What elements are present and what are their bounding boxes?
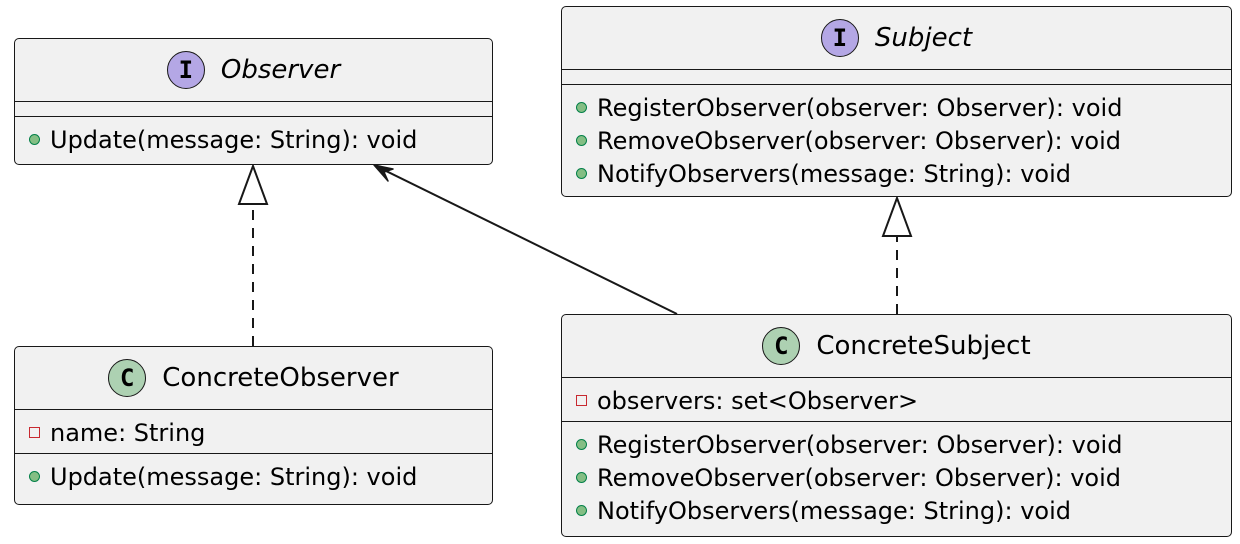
private-visibility-icon [576,395,587,406]
method-signature: Update(message: String): void [50,125,418,154]
method-row: NotifyObservers(message: String): void [562,157,1231,190]
public-visibility-icon [576,168,587,179]
public-visibility-icon [576,102,587,113]
class-header: C ConcreteObserver [15,347,492,410]
method-row: RegisterObserver(observer: Observer): vo… [562,428,1231,461]
method-signature: RemoveObserver(observer: Observer): void [597,126,1122,155]
public-visibility-icon [29,134,40,145]
association-concretesubject-observer [373,164,678,315]
realization-arrowhead [237,163,269,205]
class-badge-icon: C [108,359,147,397]
public-visibility-icon [576,505,587,516]
class-subject[interactable]: I Subject RegisterObserver(observer: Obs… [561,6,1232,197]
methods-compartment: Update(message: String): void [15,117,492,156]
public-visibility-icon [29,471,40,482]
method-signature: RegisterObserver(observer: Observer): vo… [597,93,1123,122]
association-arrowhead [373,164,394,182]
method-signature: RemoveObserver(observer: Observer): void [597,463,1122,492]
method-row: RemoveObserver(observer: Observer): void [562,461,1231,494]
method-signature: NotifyObservers(message: String): void [597,496,1071,525]
attribute-signature: name: String [50,418,206,447]
attribute-row: name: String [15,416,492,449]
class-concrete-subject[interactable]: C ConcreteSubject observers: set<Observe… [561,314,1232,537]
method-signature: Update(message: String): void [50,462,418,491]
method-row: Update(message: String): void [15,123,492,156]
methods-compartment: RegisterObserver(observer: Observer): vo… [562,85,1231,190]
class-name: ConcreteSubject [816,331,1031,361]
attribute-signature: observers: set<Observer> [597,386,919,415]
methods-compartment: RegisterObserver(observer: Observer): vo… [562,422,1231,527]
attributes-compartment: observers: set<Observer> [562,378,1231,422]
class-concrete-observer[interactable]: C ConcreteObserver name: String Update(m… [14,346,493,505]
method-row: RegisterObserver(observer: Observer): vo… [562,91,1231,124]
interface-badge-icon: I [820,19,859,57]
attributes-compartment [15,102,492,117]
class-observer[interactable]: I Observer Update(message: String): void [14,38,493,165]
private-visibility-icon [29,427,40,438]
method-row: Update(message: String): void [15,460,492,493]
association-line [379,167,678,315]
attribute-row: observers: set<Observer> [562,384,1231,417]
interface-badge-icon: I [166,51,205,89]
method-row: RemoveObserver(observer: Observer): void [562,124,1231,157]
class-name: Subject [874,23,973,53]
public-visibility-icon [576,472,587,483]
class-header: C ConcreteSubject [562,315,1231,378]
method-row: NotifyObservers(message: String): void [562,494,1231,527]
class-header: I Observer [15,39,492,102]
realization-concretesubject-subject [881,195,913,314]
realization-arrowhead [881,195,913,237]
public-visibility-icon [576,135,587,146]
attributes-compartment [562,70,1231,85]
public-visibility-icon [576,439,587,450]
method-signature: RegisterObserver(observer: Observer): vo… [597,430,1123,459]
realization-concreteobserver-observer [237,163,269,346]
class-name: ConcreteObserver [162,363,399,393]
class-header: I Subject [562,7,1231,70]
class-badge-icon: C [762,327,801,365]
class-name: Observer [220,55,341,85]
methods-compartment: Update(message: String): void [15,454,492,493]
attributes-compartment: name: String [15,410,492,454]
method-signature: NotifyObservers(message: String): void [597,159,1071,188]
